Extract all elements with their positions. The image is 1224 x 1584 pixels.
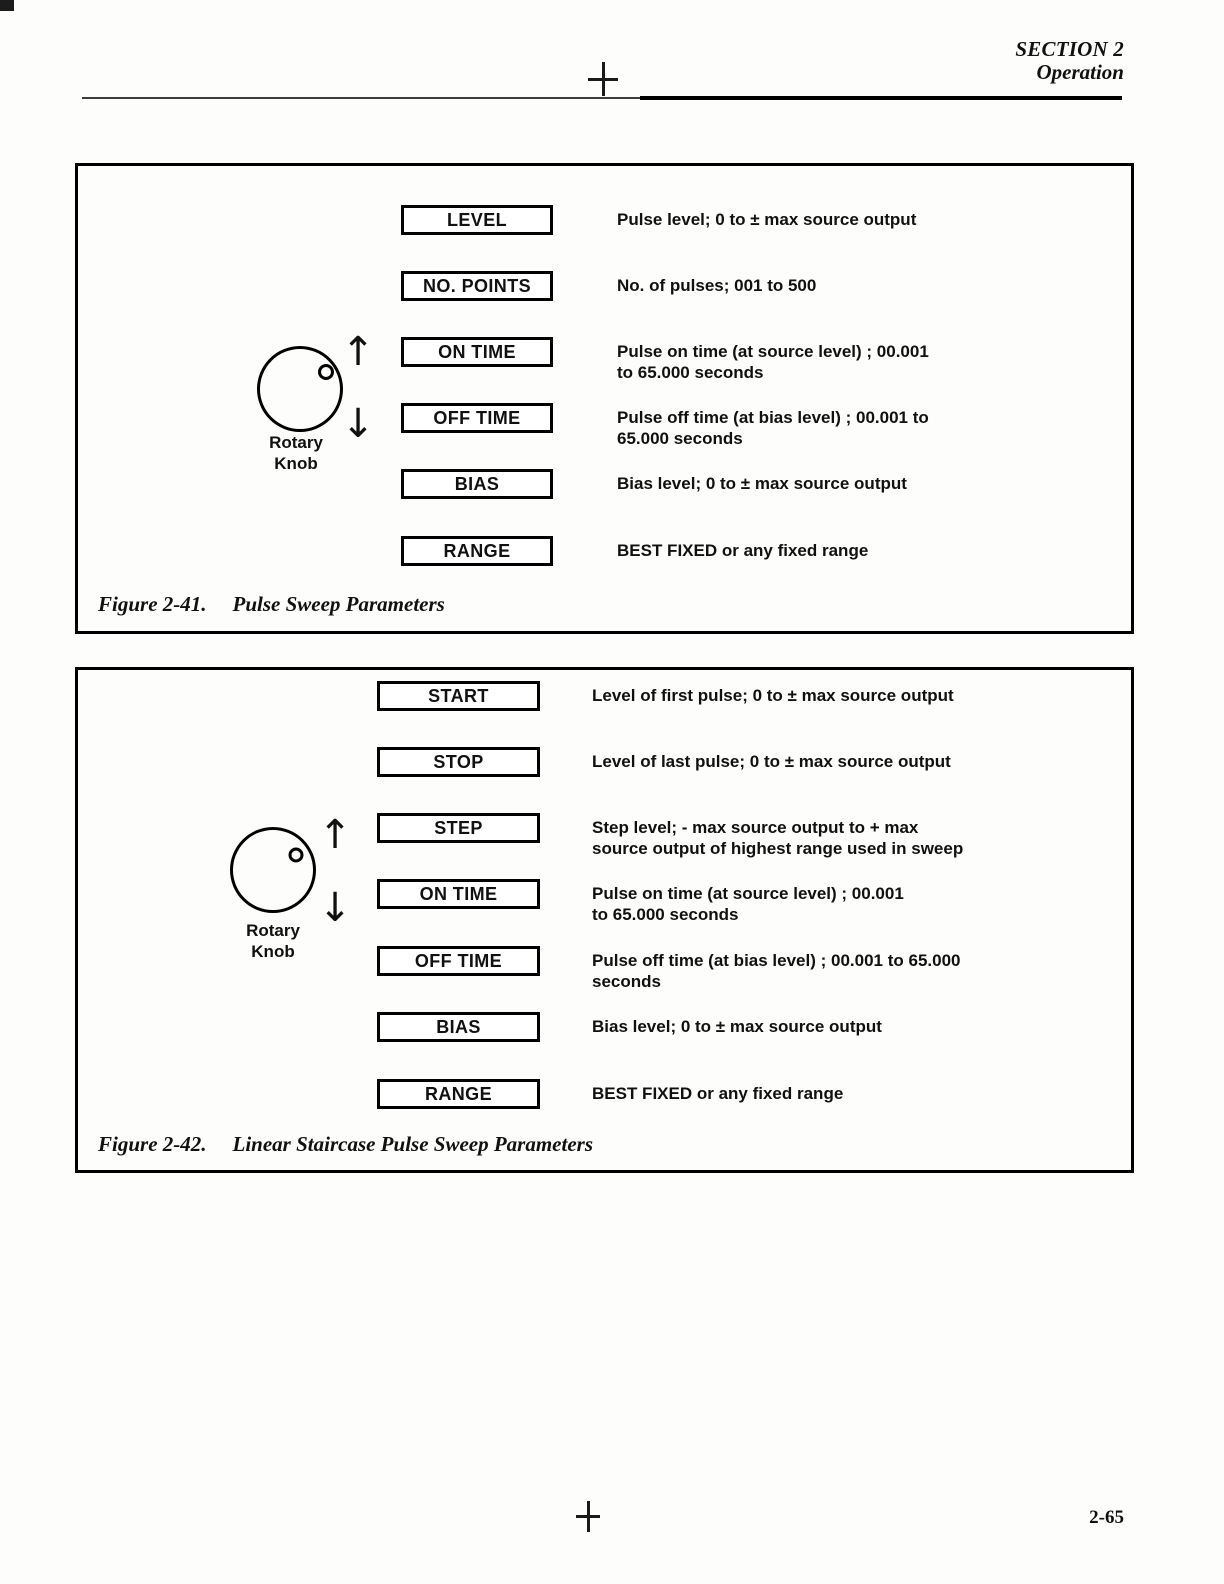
on-time-box-label: ON TIME <box>419 883 498 904</box>
param-row-on-time: ON TIME Pulse on time (at source level) … <box>78 337 1131 382</box>
no-points-box: NO. POINTS <box>401 271 553 301</box>
level-box: LEVEL <box>401 205 553 235</box>
on-time-box-label: ON TIME <box>438 341 516 362</box>
on-time-description: Pulse on time (at source level) ; 00.001… <box>592 884 904 924</box>
start-box: START <box>377 681 540 711</box>
range-box-label: RANGE <box>424 1083 492 1104</box>
no-points-box-label: NO. POINTS <box>422 275 531 296</box>
param-row-on-time: ON TIME Pulse on time (at source level) … <box>78 879 1131 924</box>
start-box-label: START <box>428 685 489 706</box>
bias-description: Bias level; 0 to ± max source output <box>592 1017 882 1036</box>
section-subtitle: Operation <box>1036 60 1124 84</box>
bias-box-label: BIAS <box>436 1016 481 1037</box>
off-time-description: Pulse off time (at bias level) ; 00.001 … <box>592 951 961 991</box>
off-time-box-label: OFF TIME <box>433 407 521 428</box>
param-row-bias: BIAS Bias level; 0 to ± max source outpu… <box>78 1012 1131 1046</box>
rotary-knob-icon <box>230 827 316 913</box>
param-row-off-time: OFF TIME Pulse off time (at bias level) … <box>78 403 1131 448</box>
page-header: SECTION 2 Operation <box>1015 38 1124 84</box>
range-description: BEST FIXED or any fixed range <box>617 541 869 560</box>
range-box-label: RANGE <box>443 540 511 561</box>
scan-corner-mark <box>0 0 14 11</box>
page-number: 2-65 <box>1089 1507 1124 1528</box>
registration-mark-bottom-icon <box>576 1501 600 1532</box>
figure-caption-title: Pulse Sweep Parameters <box>232 592 445 616</box>
rotary-knob-label-line1: Rotary <box>269 433 323 452</box>
bias-box: BIAS <box>377 1012 540 1042</box>
param-row-range: RANGE BEST FIXED or any fixed range <box>78 536 1131 570</box>
param-row-start: START Level of first pulse; 0 to ± max s… <box>78 681 1131 715</box>
figure-caption-number: Figure 2-41. <box>98 592 207 616</box>
figure-2-42-frame: ↑ ↓ Rotary Knob START Level of first pul… <box>75 667 1134 1173</box>
figure-caption: Figure 2-42. Linear Staircase Pulse Sweep… <box>98 1132 593 1157</box>
param-row-no-points: NO. POINTS No. of pulses; 001 to 500 <box>78 271 1131 305</box>
decrement-arrow-icon: ↓ <box>341 401 375 447</box>
range-description: BEST FIXED or any fixed range <box>592 1084 844 1103</box>
stop-box-label: STOP <box>433 751 484 772</box>
range-box: RANGE <box>377 1079 540 1109</box>
param-row-step: STEP Step level; - max source output to … <box>78 813 1131 858</box>
bias-box-label: BIAS <box>454 473 500 494</box>
step-box: STEP <box>377 813 540 843</box>
on-time-box: ON TIME <box>401 337 553 367</box>
registration-mark-top-icon <box>588 62 618 96</box>
rotary-knob-icon <box>257 346 343 432</box>
param-row-bias: BIAS Bias level; 0 to ± max source outpu… <box>78 469 1131 503</box>
param-row-stop: STOP Level of last pulse; 0 to ± max sou… <box>78 747 1131 781</box>
no-points-description: No. of pulses; 001 to 500 <box>617 276 817 295</box>
rotary-knob-label-line1: Rotary <box>246 921 300 940</box>
figure-caption: Figure 2-41. Pulse Sweep Parameters <box>98 592 445 617</box>
header-rule-right <box>640 96 1122 100</box>
step-description: Step level; - max source output to + max… <box>592 818 964 858</box>
increment-arrow-icon: ↑ <box>318 812 352 858</box>
param-row-level: LEVEL Pulse level; 0 to ± max source out… <box>78 205 1131 239</box>
param-row-range: RANGE BEST FIXED or any fixed range <box>78 1079 1131 1113</box>
increment-arrow-icon: ↑ <box>341 329 375 375</box>
stop-box: STOP <box>377 747 540 777</box>
on-time-box: ON TIME <box>377 879 540 909</box>
step-box-label: STEP <box>434 817 483 838</box>
header-rule-left <box>82 97 642 99</box>
section-title: SECTION 2 <box>1015 37 1124 61</box>
figure-caption-title: Linear Staircase Pulse Sweep Parameters <box>232 1132 594 1156</box>
rotary-knob-label: Rotary Knob <box>227 920 319 962</box>
rotary-knob-label-line2: Knob <box>251 942 295 961</box>
bias-description: Bias level; 0 to ± max source output <box>617 474 907 493</box>
figure-2-41-frame: ↑ ↓ Rotary Knob LEVEL Pulse level; 0 to … <box>75 163 1134 634</box>
off-time-box: OFF TIME <box>401 403 553 433</box>
stop-description: Level of last pulse; 0 to ± max source o… <box>592 752 951 771</box>
off-time-box: OFF TIME <box>377 946 540 976</box>
on-time-description: Pulse on time (at source level) ; 00.001… <box>617 342 929 382</box>
level-box-label: LEVEL <box>446 209 507 230</box>
range-box: RANGE <box>401 536 553 566</box>
rotary-knob-label: Rotary Knob <box>250 432 342 474</box>
bias-box: BIAS <box>401 469 553 499</box>
figure-caption-number: Figure 2-42. <box>98 1132 207 1156</box>
start-description: Level of first pulse; 0 to ± max source … <box>592 686 954 705</box>
rotary-knob-label-line2: Knob <box>274 454 318 473</box>
level-description: Pulse level; 0 to ± max source output <box>617 210 917 229</box>
decrement-arrow-icon: ↓ <box>318 885 352 931</box>
param-row-off-time: OFF TIME Pulse off time (at bias level) … <box>78 946 1131 991</box>
off-time-box-label: OFF TIME <box>414 950 503 971</box>
off-time-description: Pulse off time (at bias level) ; 00.001 … <box>617 408 929 448</box>
